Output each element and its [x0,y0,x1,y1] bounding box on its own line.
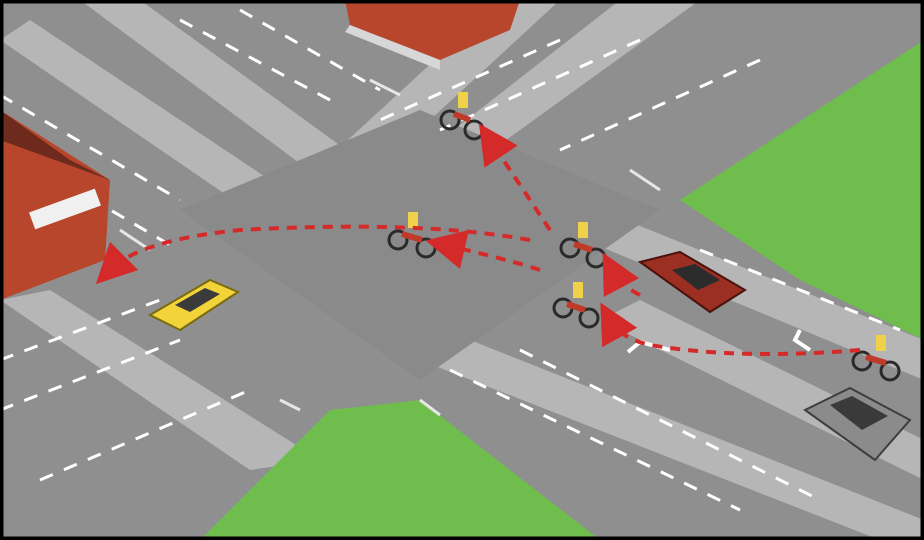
intersection-illustration [0,0,924,540]
